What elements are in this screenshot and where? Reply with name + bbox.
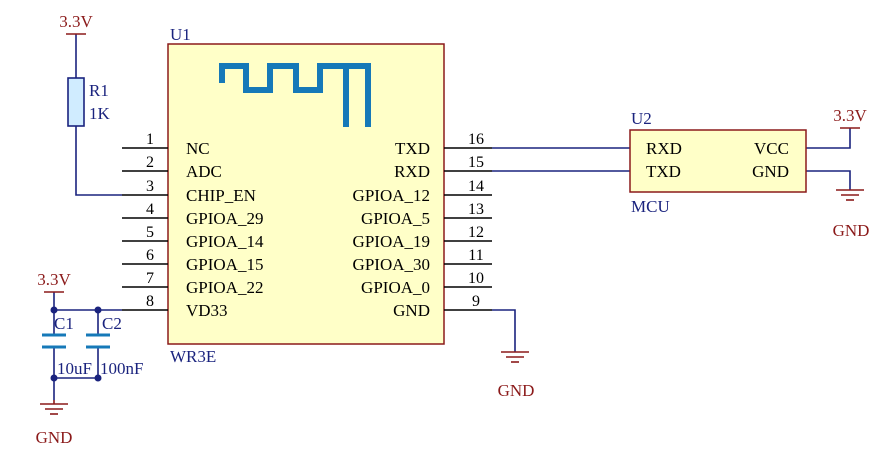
u1-pin-7: 7 GPIOA_22 xyxy=(122,270,263,297)
u1-pin-9: 9 GND xyxy=(393,293,492,320)
junction-dot xyxy=(50,306,58,314)
u1-pin-number: 9 xyxy=(472,293,480,310)
u2-designator: U2 xyxy=(631,109,652,128)
u1-left-pins: 1 NC 2 ADC 3 CHIP_EN 4 GPIOA_29 5 GPIOA_… xyxy=(122,131,264,320)
u2-pin-vcc: VCC xyxy=(754,139,789,158)
gnd-u1: GND xyxy=(498,351,535,400)
u1-pin-number: 15 xyxy=(468,154,484,171)
c1-capacitor: C1 10uF xyxy=(40,314,92,378)
u1-pin-name: GPIOA_5 xyxy=(361,209,430,228)
power-3v3-r1: 3.3V xyxy=(59,12,93,35)
junction-dot xyxy=(50,374,58,382)
r1-resistor: R1 1K xyxy=(67,34,111,148)
u1-designator: U1 xyxy=(170,25,191,44)
u1-pin-number: 7 xyxy=(146,270,154,287)
c1-gap xyxy=(40,335,68,347)
c2-capacitor: C2 100nF xyxy=(84,314,143,378)
u1-pin-15: 15 RXD xyxy=(394,154,492,181)
u2-pin-gnd: GND xyxy=(752,162,789,181)
c2-designator: C2 xyxy=(102,314,122,333)
u1-pin-6: 6 GPIOA_15 xyxy=(122,247,263,274)
u1-pin-name: GPIOA_22 xyxy=(186,278,263,297)
u1-pin-14: 14 GPIOA_12 xyxy=(353,178,492,205)
power-label: 3.3V xyxy=(833,106,867,125)
gnd-label: GND xyxy=(498,381,535,400)
u2-pin-rxd: RXD xyxy=(646,139,682,158)
u1-pin-name: GPIOA_29 xyxy=(186,209,263,228)
antenna-trace-icon xyxy=(219,63,371,127)
u1-pin-2: 2 ADC xyxy=(122,154,222,181)
u1-pin-10: 10 GPIOA_0 xyxy=(361,270,492,297)
u1-pin-number: 11 xyxy=(468,247,483,264)
u1-pin-name: GPIOA_15 xyxy=(186,255,263,274)
c1-designator: C1 xyxy=(54,314,74,333)
u1-pin-5: 5 GPIOA_14 xyxy=(122,224,264,251)
u1-body xyxy=(167,43,445,345)
u1-pin-1: 1 NC xyxy=(122,131,210,158)
gnd-caps: GND xyxy=(36,400,73,447)
u1-pin-name: ADC xyxy=(186,162,222,181)
u1-pin-number: 16 xyxy=(468,131,484,148)
u1-pin-number: 4 xyxy=(146,201,154,218)
u1-pin-16: 16 TXD xyxy=(395,131,492,158)
u1-pin-name: GPIOA_12 xyxy=(353,186,430,205)
power-label: 3.3V xyxy=(37,270,71,289)
u1-pin-number: 14 xyxy=(468,178,484,195)
u1-pin-12: 12 GPIOA_19 xyxy=(353,224,492,251)
u1-pin-number: 8 xyxy=(146,293,154,310)
u1-right-pins: 16 TXD 15 RXD 14 GPIOA_12 13 GPIOA_5 12 … xyxy=(353,131,492,320)
u1-pin-name: CHIP_EN xyxy=(186,186,256,205)
c2-value: 100nF xyxy=(100,359,143,378)
power-3v3-u2: 3.3V xyxy=(833,106,867,129)
wire-chip-en-pullup xyxy=(75,148,122,196)
u1-pin-name: RXD xyxy=(394,162,430,181)
gnd-label: GND xyxy=(36,428,73,447)
u1-pin-number: 1 xyxy=(146,131,154,148)
wire-u2-gnd xyxy=(806,170,851,190)
u1-pin-name: TXD xyxy=(395,139,430,158)
u2-mcu: U2 MCU RXD TXD VCC GND xyxy=(629,109,807,216)
u1-pin-number: 5 xyxy=(146,224,154,241)
u1-pin-11: 11 GPIOA_30 xyxy=(353,247,492,274)
u1-pin-number: 6 xyxy=(146,247,154,264)
u1-pin-3: 3 CHIP_EN xyxy=(122,178,256,205)
power-3v3-caps: 3.3V xyxy=(37,270,71,293)
u2-body xyxy=(629,129,807,193)
u1-pin-name: GPIOA_14 xyxy=(186,232,264,251)
u1-pin-name: GPIOA_19 xyxy=(353,232,430,251)
junction-dot xyxy=(94,374,102,382)
u1-pin-13: 13 GPIOA_5 xyxy=(361,201,492,228)
u1-pin-name: GND xyxy=(393,301,430,320)
wire-u1-gnd xyxy=(492,309,516,352)
u2-part-label: MCU xyxy=(631,197,670,216)
u1-part-label: WR3E xyxy=(170,347,216,366)
r1-designator: R1 xyxy=(89,81,109,100)
u1-pin-8: 8 VD33 xyxy=(122,293,228,320)
u1-pin-number: 10 xyxy=(468,270,484,287)
r1-body xyxy=(67,77,85,127)
junctions xyxy=(50,306,102,382)
u1-pin-name: NC xyxy=(186,139,210,158)
wire-u2-vcc xyxy=(806,128,851,149)
u1-pin-number: 3 xyxy=(146,178,154,195)
u1-pin-number: 13 xyxy=(468,201,484,218)
c1-value: 10uF xyxy=(57,359,92,378)
u1-pin-name: GPIOA_30 xyxy=(353,255,430,274)
r1-value: 1K xyxy=(89,104,111,123)
gnd-u2: GND xyxy=(833,189,870,240)
junction-dot xyxy=(94,306,102,314)
u2-pin-txd: TXD xyxy=(646,162,681,181)
u1-pin-name: GPIOA_0 xyxy=(361,278,430,297)
u1-pin-number: 2 xyxy=(146,154,154,171)
u1-pin-name: VD33 xyxy=(186,301,228,320)
u1-module: U1 WR3E xyxy=(167,25,445,366)
u1-pin-4: 4 GPIOA_29 xyxy=(122,201,263,228)
u1-pin-number: 12 xyxy=(468,224,484,241)
power-label: 3.3V xyxy=(59,12,93,31)
gnd-label: GND xyxy=(833,221,870,240)
c2-gap xyxy=(84,335,112,347)
